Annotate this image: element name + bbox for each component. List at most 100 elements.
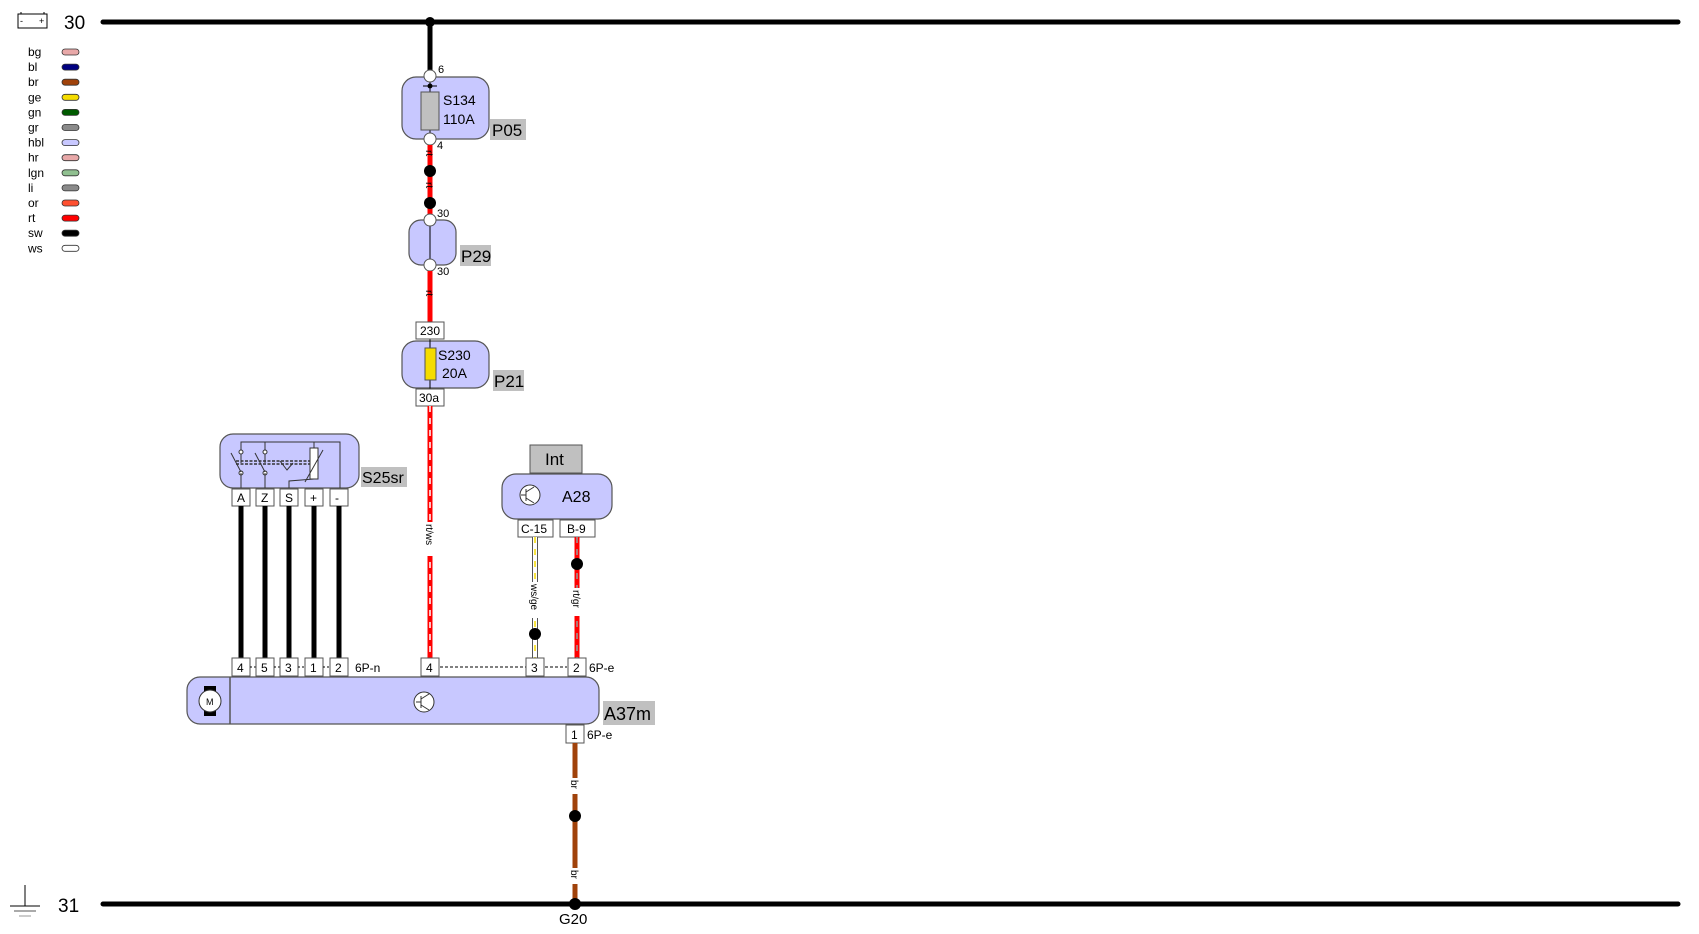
component-p21-label: P21 <box>494 372 524 391</box>
junction-dot <box>424 165 436 177</box>
wire-label-bg <box>569 778 581 794</box>
motor-label: M <box>206 697 214 707</box>
pin-label: 3 <box>285 661 292 675</box>
component-a37m[interactable]: M A37m <box>186 676 655 725</box>
battery-icon: - + <box>17 12 48 29</box>
pin-label: 1 <box>310 661 317 675</box>
component-a37m-label: A37m <box>604 704 651 724</box>
component-a28[interactable]: Int A28 C-15 B-9 <box>501 444 613 538</box>
pin-label: + <box>310 491 317 505</box>
pin-label: 4 <box>426 661 433 675</box>
wire-label: rt <box>423 182 434 188</box>
legend-code: ge <box>28 90 42 104</box>
a37m-connector-6p-e: 4 3 2 <box>420 657 587 677</box>
wire-label-bg <box>424 522 436 556</box>
component-p29[interactable]: 30 30 P29 <box>408 208 491 278</box>
fuse-s134-label: S134 <box>443 92 476 108</box>
pin-label: 30a <box>419 391 439 405</box>
pin-label: C-15 <box>521 522 547 536</box>
wire-label-bg <box>569 868 581 884</box>
svg-text:+: + <box>39 16 44 26</box>
wire-label: br <box>568 870 579 880</box>
fuse-s230-rating: 20A <box>442 365 468 381</box>
connector-label: 6P-n <box>355 661 380 675</box>
legend-code: hr <box>28 151 39 165</box>
pin-label: B-9 <box>567 522 586 536</box>
a37m-connector-6p-n: 4 5 3 1 2 <box>231 657 349 677</box>
legend-swatch <box>61 93 80 101</box>
legend-code: bl <box>28 60 37 74</box>
pin-label: - <box>335 491 339 505</box>
legend-swatch <box>61 154 80 162</box>
legend-code: gr <box>28 121 39 135</box>
wire-label: rt/gr <box>570 590 581 608</box>
pin-label: 2 <box>335 661 342 675</box>
transistor-icon <box>519 484 541 506</box>
wire-label-bg <box>571 588 583 616</box>
component-s25sr[interactable]: S25sr <box>219 433 407 489</box>
component-p05[interactable]: S134 110A 6 4 P05 <box>401 64 526 152</box>
pin-label: 2 <box>573 661 580 675</box>
component-p05-label: P05 <box>492 121 522 140</box>
fuse-s230-icon <box>424 347 437 381</box>
wire-label: rt/ws <box>423 524 434 545</box>
legend-code: ws <box>27 241 43 255</box>
fuse-s134-rating: 110A <box>443 111 475 127</box>
junction-dot <box>569 898 581 910</box>
ground-icon <box>10 885 40 917</box>
wire-label: br <box>568 780 579 790</box>
pin-label: 3 <box>531 661 538 675</box>
legend-swatch <box>61 169 80 177</box>
legend-swatch <box>61 78 80 86</box>
a28-tag-int: Int <box>545 450 564 469</box>
component-a28-label: A28 <box>562 489 591 506</box>
junction-dot <box>424 197 436 209</box>
wire-label: ws/ge <box>528 583 539 611</box>
legend-code: bg <box>28 45 41 59</box>
motor-icon: M <box>198 686 222 716</box>
junction-dot <box>529 628 541 640</box>
component-s25sr-label: S25sr <box>362 470 404 487</box>
pin-label: 30 <box>437 266 449 278</box>
legend-swatch <box>61 184 80 192</box>
pin-label: 5 <box>261 661 268 675</box>
junction-dot <box>425 17 435 27</box>
legend-code: rt <box>28 211 36 225</box>
legend-swatch <box>61 214 80 222</box>
component-p29-label: P29 <box>461 247 491 266</box>
wire-label-bg <box>529 582 541 618</box>
legend-code: or <box>28 196 39 210</box>
legend-code: hbl <box>28 136 44 150</box>
wire-label: rt <box>423 150 434 156</box>
pin-label: 4 <box>237 661 244 675</box>
rail-31-label: 31 <box>58 896 79 917</box>
pin-label: 230 <box>420 324 440 338</box>
legend-code: br <box>28 75 39 89</box>
s25sr-connector: A Z S + - <box>231 488 349 507</box>
junction-dot <box>571 558 583 570</box>
fuse-s230-label: S230 <box>438 347 471 363</box>
legend-swatch <box>61 199 80 207</box>
pin-box <box>329 488 349 507</box>
legend-swatch <box>61 229 80 237</box>
pin-label: Z <box>261 491 268 505</box>
legend-code: li <box>28 181 33 195</box>
ground-point-label: G20 <box>559 911 587 928</box>
pin-box <box>329 657 349 677</box>
pin-label: 4 <box>437 140 443 152</box>
legend-code: sw <box>28 226 43 240</box>
component-p21[interactable]: S230 20A 230 30a P21 <box>401 321 524 407</box>
pin-label: A <box>237 491 245 505</box>
svg-text:-: - <box>20 16 23 26</box>
connector-label: 6P-e <box>587 728 613 742</box>
fuse-s134-icon <box>420 91 440 131</box>
legend-swatch <box>61 124 80 131</box>
legend-code: lgn <box>28 166 44 180</box>
s25sr-wires <box>238 506 342 658</box>
pin-label: 1 <box>571 728 578 742</box>
pin-label: S <box>285 491 293 505</box>
junction-dot <box>569 810 581 822</box>
legend-swatch <box>61 63 80 71</box>
